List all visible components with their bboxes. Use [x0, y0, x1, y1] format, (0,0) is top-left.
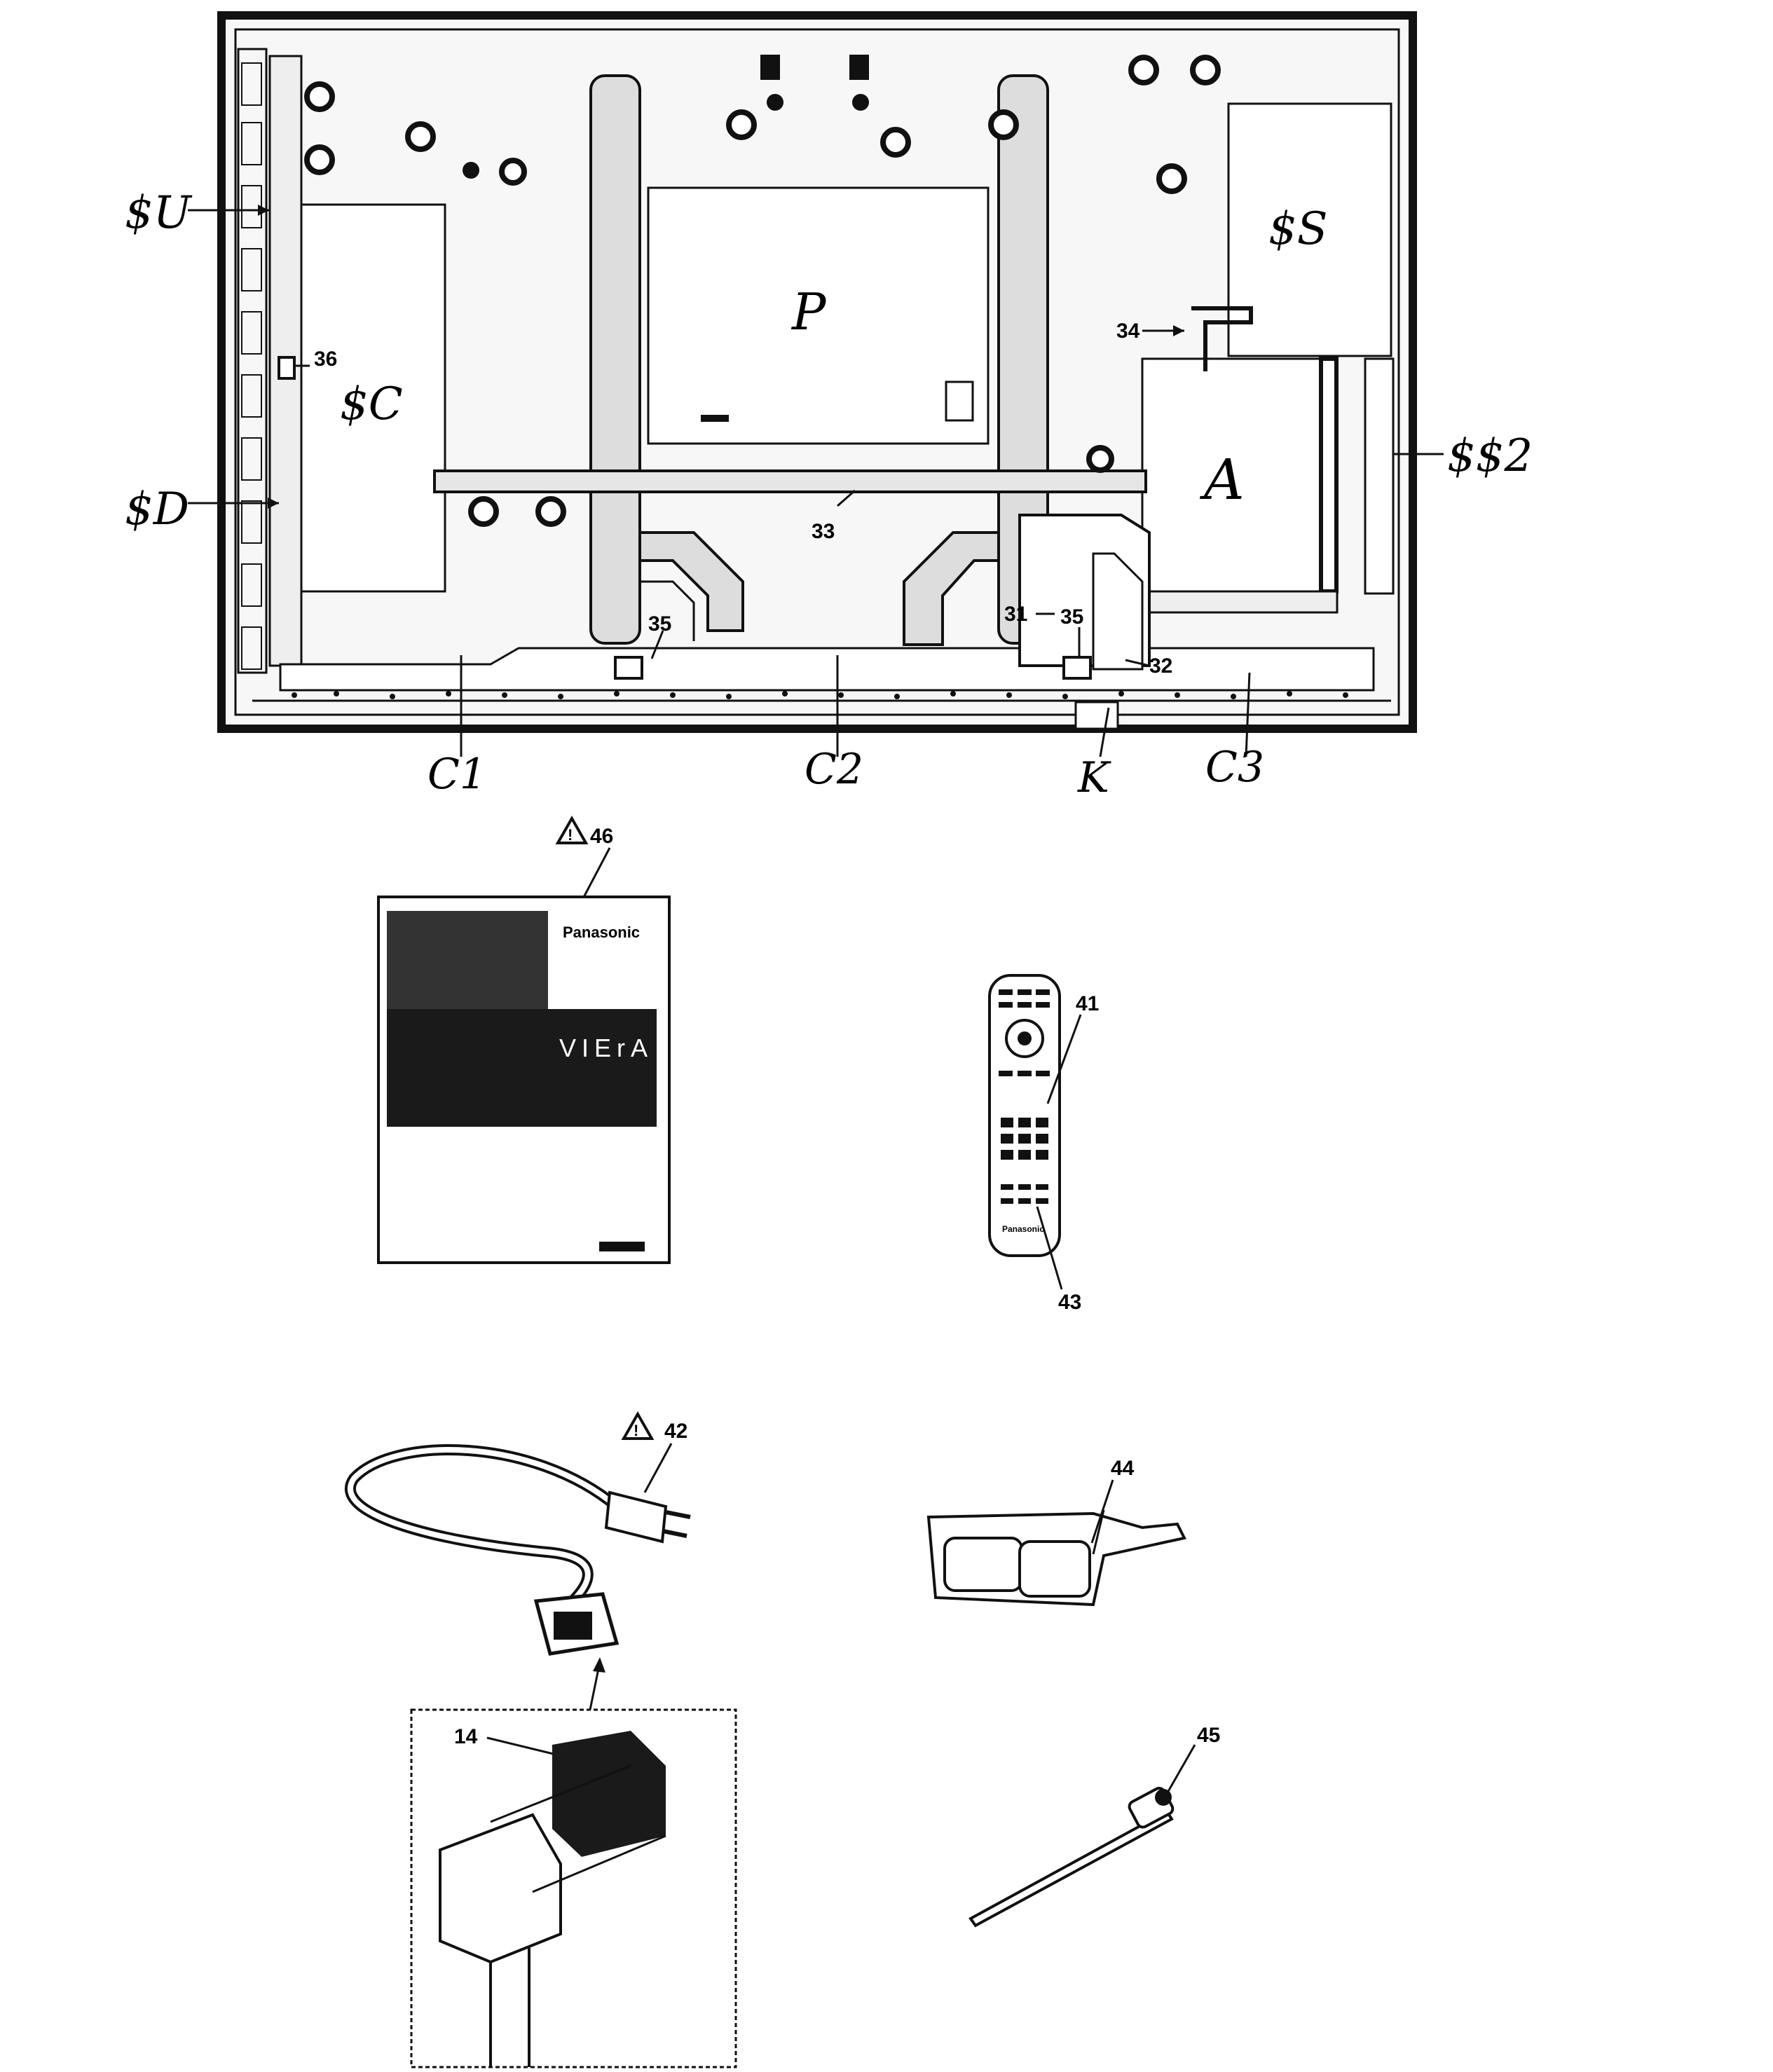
- svg-text:!: !: [634, 1422, 638, 1439]
- part-number-36: 36: [314, 348, 337, 371]
- part-number-35-left: 35: [648, 612, 671, 636]
- manual-product: VIErA: [559, 1034, 653, 1062]
- label-p: P: [790, 282, 827, 341]
- svg-text:!: !: [568, 826, 573, 844]
- warning-triangle-icon: [555, 815, 589, 844]
- label-su: $U: [125, 187, 193, 239]
- remote-brand: Panasonic: [1002, 1224, 1044, 1234]
- part-number-14: 14: [454, 1725, 478, 1748]
- ac-power-cord: ! 42: [344, 1411, 691, 1710]
- left-stand-bracket: [589, 74, 744, 645]
- label-a: A: [1199, 447, 1245, 512]
- part-number-42: 42: [664, 1420, 687, 1443]
- part-number-35-right: 35: [1060, 605, 1083, 629]
- screw-bosses: [304, 55, 1221, 527]
- label-ss: $S: [1268, 203, 1328, 255]
- part-number-33: 33: [812, 520, 835, 543]
- part-number-44: 44: [1111, 1457, 1135, 1480]
- label-c2: C2: [805, 745, 863, 794]
- operating-manual: ! 46 Panasonic VIErA: [377, 815, 671, 1264]
- clip-36: [278, 356, 296, 380]
- right-stand-bracket: [903, 74, 1049, 646]
- label-sc: $C: [340, 378, 403, 430]
- label-sd: $D: [125, 483, 189, 535]
- tv-back-panel: [188, 11, 1444, 757]
- manual-brand: Panasonic: [563, 924, 640, 941]
- 3d-glasses: 44: [926, 1457, 1186, 1607]
- cable-34: [1191, 306, 1253, 371]
- board-labels: $U $C $D P $S A $$2 C1 C2 K C3: [125, 187, 1533, 802]
- part-number-46: 46: [590, 825, 613, 848]
- board-ss2: [1364, 357, 1395, 595]
- remote-control: Panasonic 41 43: [988, 974, 1099, 1314]
- part-number-32: 32: [1149, 654, 1172, 678]
- part-number-45: 45: [1197, 1724, 1220, 1747]
- board-a: [1141, 357, 1339, 593]
- detail-inset: 14: [410, 1708, 737, 2068]
- part-number-34: 34: [1116, 320, 1140, 343]
- label-ss2: $$2: [1447, 430, 1533, 482]
- part-number-31: 31: [1004, 603, 1027, 626]
- part-number-43: 43: [1058, 1291, 1081, 1314]
- board-p: [647, 186, 990, 445]
- clamp-35-right: [1062, 656, 1092, 680]
- panel-part-numbers: 36 34 33 35 31 35 32: [314, 320, 1172, 678]
- label-k: K: [1077, 753, 1111, 802]
- label-c3: C3: [1205, 743, 1264, 792]
- board-k: [1074, 701, 1119, 730]
- clamp-35-left: [614, 656, 643, 680]
- horizontal-bar-33: [433, 469, 1147, 493]
- cable-tie: 45: [968, 1724, 1220, 1928]
- board-sc: [300, 203, 446, 593]
- part-number-41: 41: [1076, 992, 1099, 1015]
- warning-triangle-icon: [621, 1411, 655, 1440]
- label-c1: C1: [427, 750, 486, 799]
- board-ss: [1227, 102, 1392, 357]
